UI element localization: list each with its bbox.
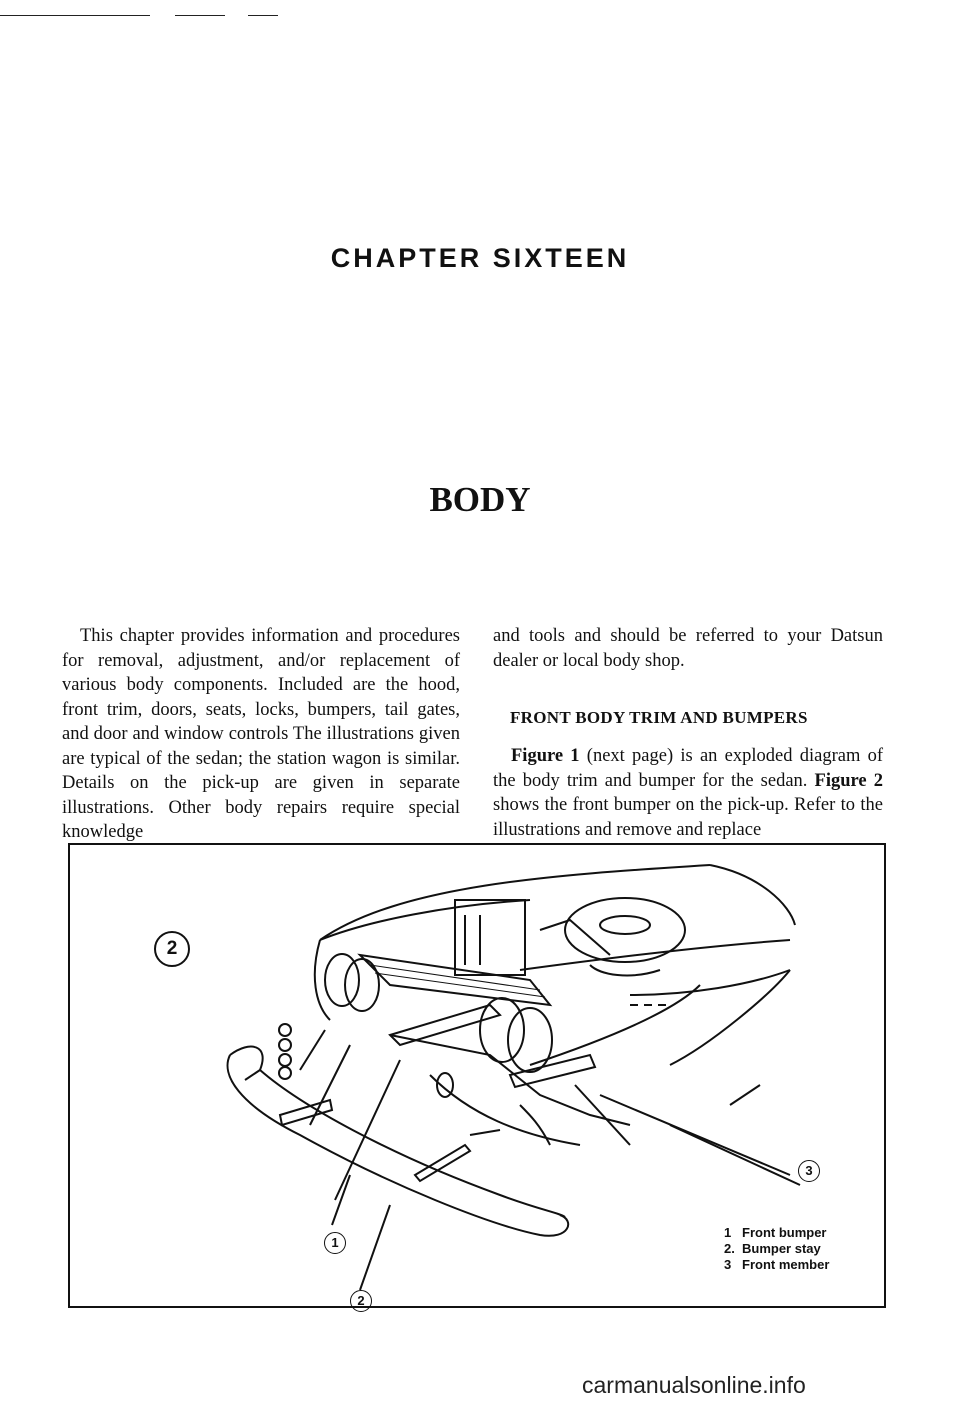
bumper-stay-left [388, 1003, 502, 1047]
headlight-right-outer [507, 1007, 553, 1073]
bumper-stay-right [508, 1053, 597, 1089]
headlight-left-outer [324, 953, 360, 1007]
intro-text: This chapter provides information and pr… [62, 626, 460, 842]
legend-item: 2.Bumper stay [724, 1241, 821, 1256]
front-member [278, 1098, 334, 1127]
scan-line [248, 15, 278, 16]
grille [357, 953, 553, 1007]
headlight-right-inner [479, 997, 525, 1063]
scan-line [0, 15, 150, 16]
bumper-bolt [413, 1143, 472, 1183]
section-text-2: shows the front bumper on the pick-up. R… [493, 795, 883, 840]
watermark: carmanualsonline.info [582, 1372, 806, 1398]
callout-1: 1 [324, 1232, 346, 1254]
bumper-illustration [226, 864, 801, 1291]
front-bumper [226, 1054, 570, 1237]
section-text-1: (next page) is an exploded diagram of th… [493, 746, 883, 791]
section-heading: FRONT BODY TRIM AND BUMPERS [510, 708, 808, 727]
scan-line [175, 15, 225, 16]
callout-3: 3 [798, 1160, 820, 1182]
figure-ref-1[interactable]: Figure 1 [511, 746, 580, 766]
headlight-left-inner [344, 958, 380, 1012]
figure-number: 2 [154, 931, 190, 967]
chapter-heading: CHAPTER SIXTEEN [330, 243, 630, 273]
chapter-title: BODY [429, 480, 531, 519]
figure-ref-2[interactable]: Figure 2 [814, 770, 883, 791]
callout-2: 2 [350, 1290, 372, 1312]
intro-paragraph: This chapter provides information and pr… [62, 624, 460, 845]
section-paragraph: Figure 1 (next page) is an exploded diag… [493, 744, 883, 842]
hood-edge [319, 864, 711, 941]
intro-continuation: and tools and should be referred to your… [493, 626, 883, 671]
figure-frame: 2 [68, 843, 886, 1312]
air-cleaner [564, 897, 686, 963]
